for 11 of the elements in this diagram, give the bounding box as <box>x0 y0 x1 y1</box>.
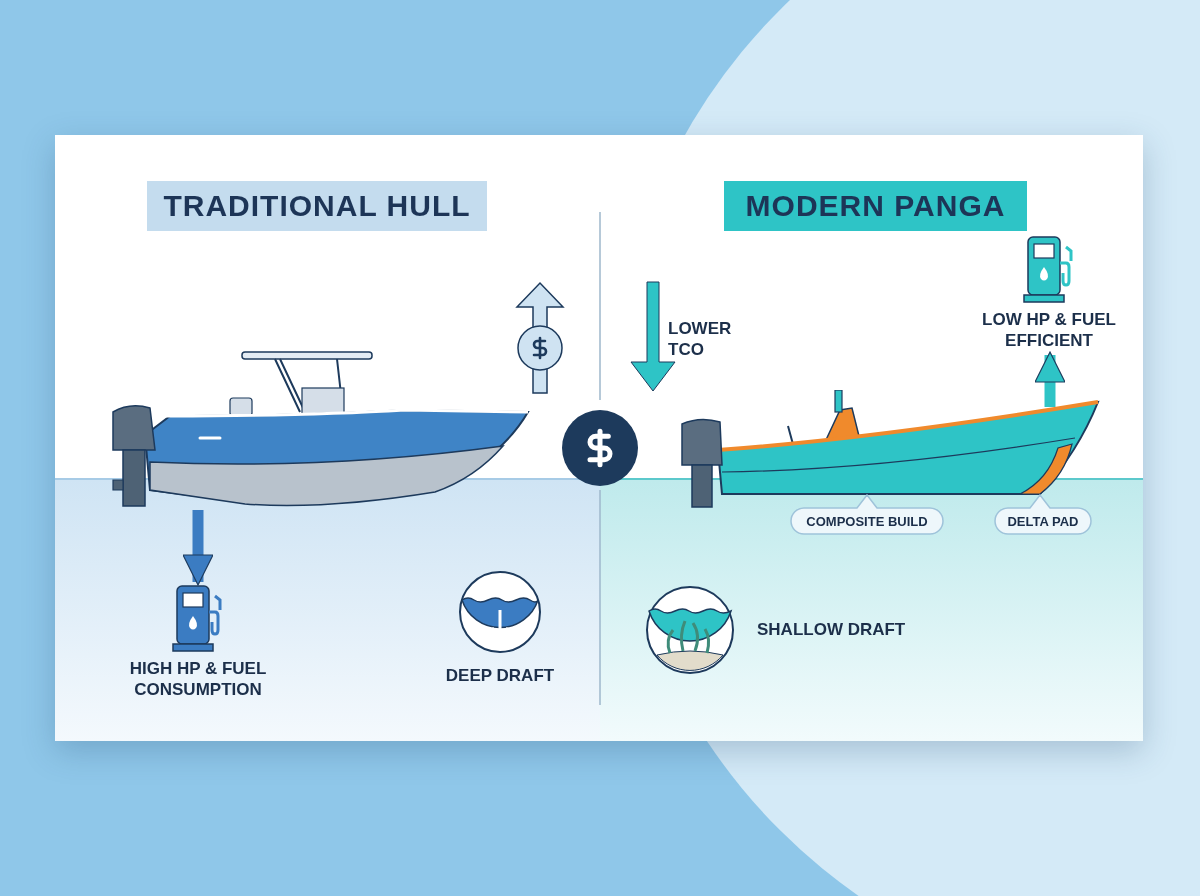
text-label: SHALLOW DRAFT <box>757 619 907 640</box>
stat-text: HIGH HP & FUEL CONSUMPTION <box>128 658 268 700</box>
arrow <box>182 510 214 586</box>
section-heading: MODERN PANGA <box>724 181 1027 231</box>
callout-label: DELTA PAD <box>995 494 1091 535</box>
section-heading: TRADITIONAL HULL <box>147 181 487 231</box>
callout-label: COMPOSITE BUILD <box>791 494 943 535</box>
arrow <box>1034 351 1066 407</box>
stat-text: LOW HP & FUEL EFFICIENT <box>981 309 1117 351</box>
text-label: DEEP DRAFT <box>444 665 556 686</box>
text-label: LOWER TCO <box>668 318 733 360</box>
